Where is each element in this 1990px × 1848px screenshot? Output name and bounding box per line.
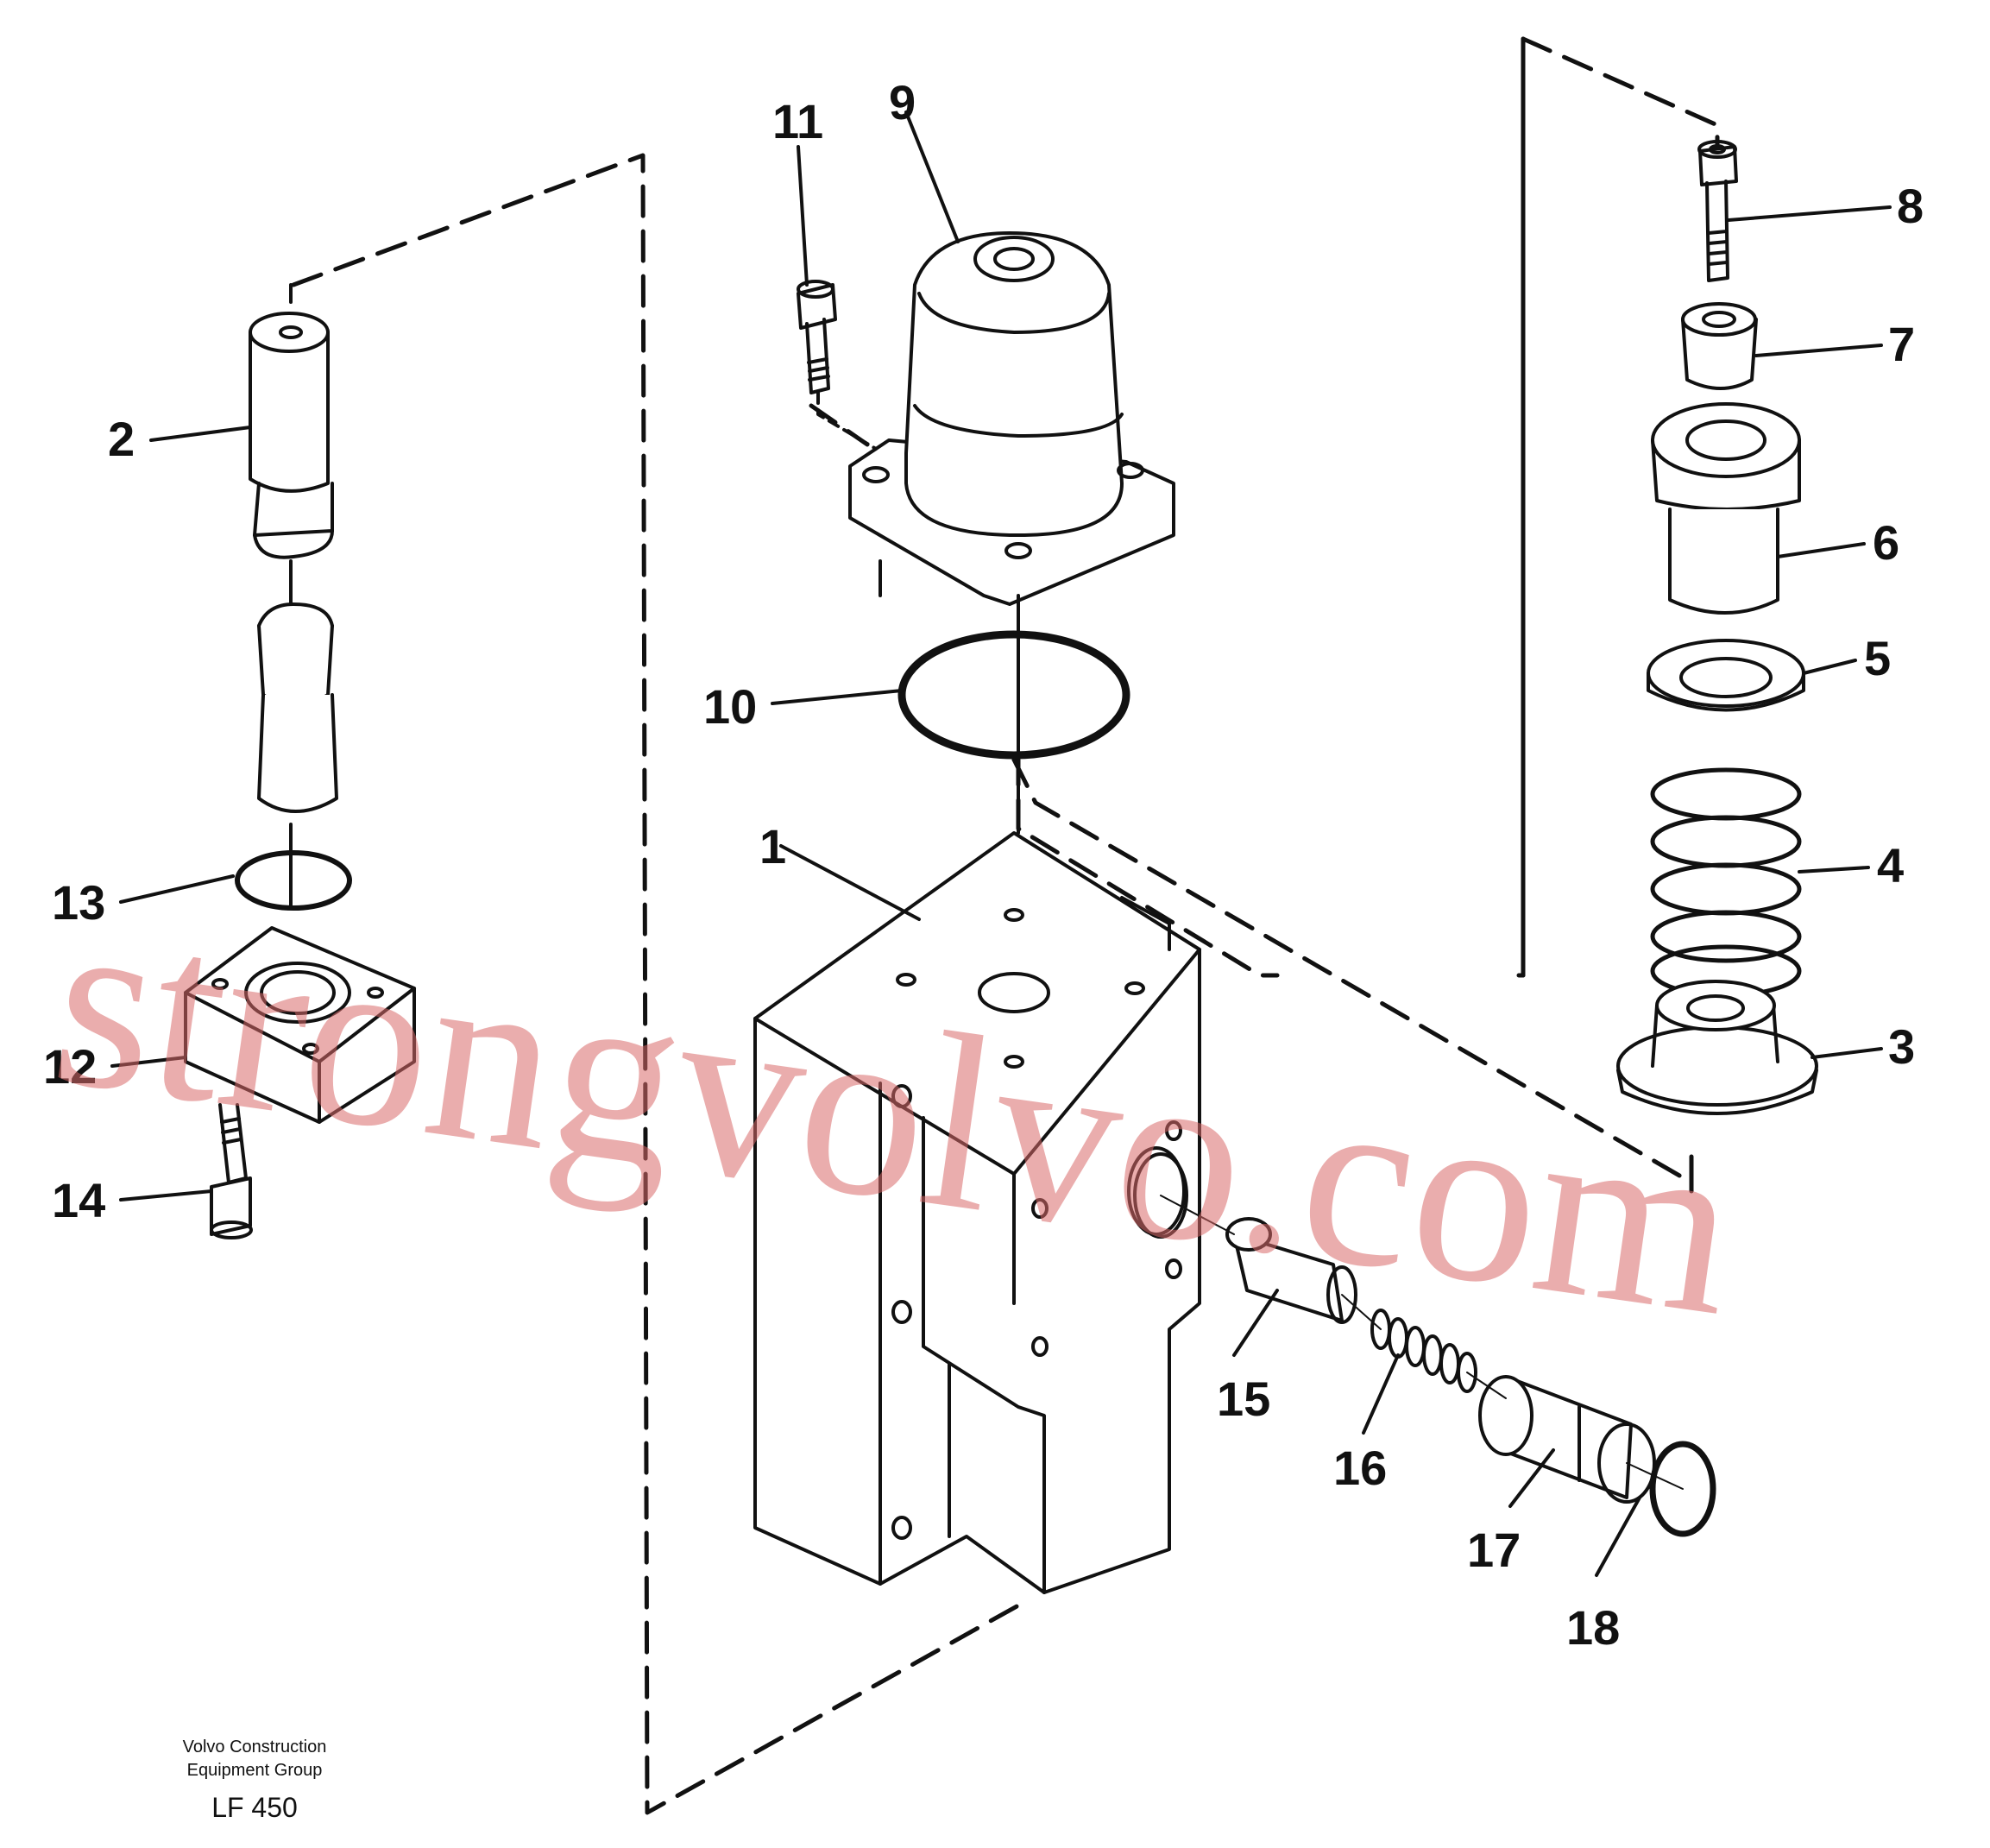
snap-ring-part-18: [1649, 1441, 1716, 1537]
footer-line-1: Volvo Construction: [183, 1738, 327, 1757]
callout-9: 9: [889, 75, 916, 129]
callout-12: 12: [43, 1039, 97, 1094]
o-ring-part-13: [235, 850, 352, 911]
callout-labels: 1 2 3 4 5 6 7 8 9 10 11 12 13 14 15 16 1…: [43, 75, 1924, 1655]
callout-1: 1: [759, 819, 786, 874]
spool-part-2: [249, 283, 338, 908]
bolt-part-14: [210, 1103, 253, 1239]
spring-part-16: [1370, 1309, 1477, 1393]
bolt-part-11: [797, 280, 878, 451]
callout-17: 17: [1467, 1523, 1521, 1577]
leader-lines: [110, 110, 1892, 1577]
callout-18: 18: [1566, 1600, 1620, 1655]
bolt-part-8: [1697, 140, 1738, 282]
flange-part-12: [184, 926, 416, 1124]
sleeve-part-6: [1651, 402, 1801, 615]
callout-15: 15: [1217, 1372, 1270, 1426]
callout-11: 11: [772, 94, 823, 148]
callout-3: 3: [1888, 1019, 1915, 1074]
bushing-part-7: [1681, 302, 1758, 390]
footer-credit: Volvo Construction Equipment Group LF 45…: [183, 1738, 327, 1823]
callout-13: 13: [52, 875, 105, 930]
ring-part-5: [1647, 639, 1805, 712]
spring-part-4: [1650, 767, 1802, 998]
plug-part-17: [1478, 1375, 1656, 1504]
callout-7: 7: [1888, 317, 1915, 371]
port-seal: [1133, 1152, 1188, 1239]
piston-part-15: [1225, 1217, 1357, 1324]
callout-10: 10: [703, 679, 757, 734]
callout-6: 6: [1873, 515, 1899, 570]
footer-code: LF 450: [211, 1792, 298, 1823]
callout-2: 2: [108, 412, 135, 466]
callout-4: 4: [1877, 838, 1904, 892]
o-ring-part-10: [897, 630, 1130, 760]
callout-16: 16: [1333, 1441, 1387, 1495]
callout-14: 14: [52, 1173, 105, 1227]
callout-8: 8: [1897, 179, 1924, 233]
spring-seat-part-3: [1616, 980, 1818, 1115]
callout-5: 5: [1864, 631, 1891, 685]
cover-part-9: [848, 231, 1175, 830]
footer-line-2: Equipment Group: [187, 1761, 323, 1780]
